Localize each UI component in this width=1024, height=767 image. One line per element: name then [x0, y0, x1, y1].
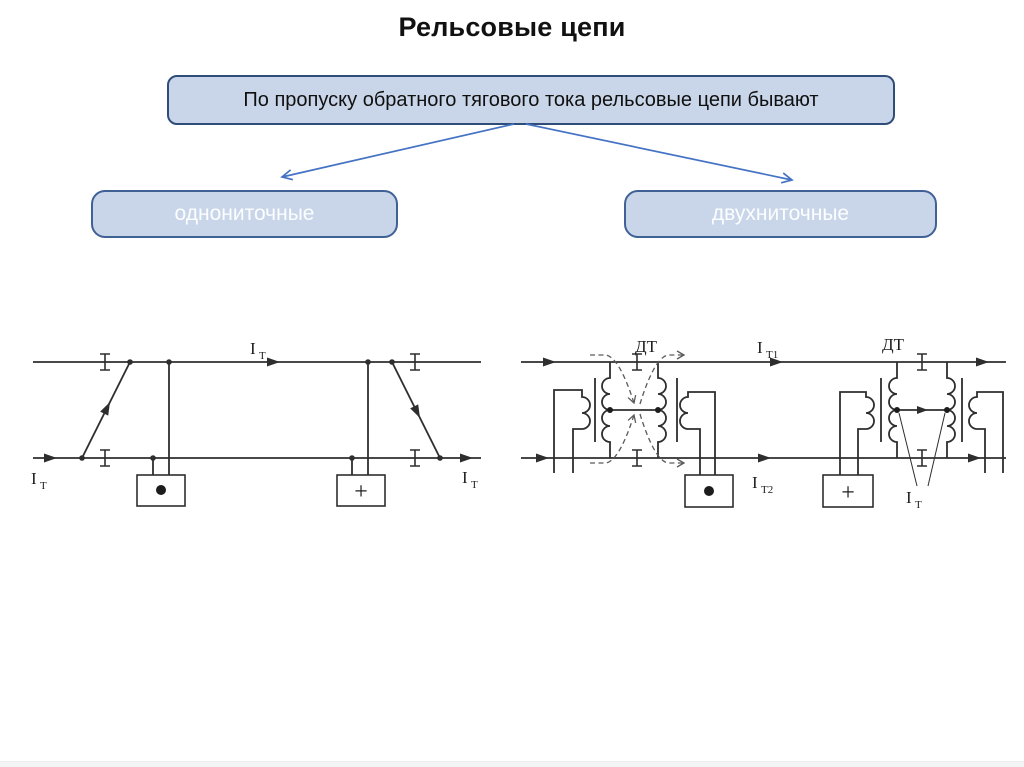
label-dt2: ДТ [882, 335, 905, 354]
svg-text:Т: Т [259, 350, 266, 362]
label-it-in: I [31, 469, 37, 488]
flowchart-root-label: По пропуску обратного тягового тока рель… [243, 88, 819, 111]
relay-box [684, 474, 734, 508]
connector-arrows [280, 123, 794, 184]
right-diagram-labels: ДТ ДТ I Т1 I Т2 I Т [635, 335, 922, 511]
connector-line-right [525, 123, 793, 181]
traction-jumpers [81, 361, 441, 459]
secondary-winding-right [968, 391, 1004, 473]
dashed-arrow-icons [627, 350, 686, 468]
connector-line-left [281, 123, 515, 178]
flowchart-right-box: двухниточные [624, 190, 937, 238]
feed-plus-icon: + [354, 479, 368, 505]
rail-arrow-icons [44, 357, 473, 463]
feed-plus-icon: + [841, 480, 855, 506]
it-callout-lines [898, 412, 946, 487]
single-thread-circuit-diagram: + I Т I Т I Т [31, 339, 481, 507]
insulated-joint-icons [100, 353, 420, 467]
choke-transformer-2 [839, 362, 1004, 475]
svg-text:Т2: Т2 [761, 484, 773, 496]
junction-dots [79, 359, 443, 461]
svg-text:Т1: Т1 [766, 349, 778, 361]
label-dt1: ДТ [635, 337, 658, 356]
arrowhead-left-icon [280, 169, 294, 181]
choke-transformer-1 [553, 362, 716, 475]
flowchart-right-label: двухниточные [711, 202, 850, 225]
relay-dot-icon [704, 486, 714, 496]
label-it2: I [752, 473, 758, 492]
label-it1: I [757, 338, 763, 357]
label-it-out: I [462, 468, 468, 487]
secondary-winding-left [839, 391, 875, 475]
dashed-current-paths [590, 354, 684, 464]
svg-text:Т: Т [471, 479, 478, 491]
left-diagram-labels: I Т I Т I Т [31, 339, 478, 492]
flowchart-left-label: однониточные [174, 202, 315, 225]
label-it-top: I [250, 339, 256, 358]
page-title: Рельсовые цепи [398, 12, 626, 42]
center-current-arrow-icon [917, 406, 928, 414]
label-it-callout: I [906, 488, 912, 507]
flowchart-left-box: однониточные [91, 190, 398, 238]
relay-box [136, 362, 186, 507]
flowchart-root-box: По пропуску обратного тягового тока рель… [167, 75, 895, 125]
feed-box: + [336, 362, 386, 507]
rail-arrow-icons [536, 357, 989, 463]
feed-box: + [822, 474, 874, 508]
secondary-winding-right [679, 391, 716, 475]
double-thread-circuit-diagram: + ДТ ДТ I Т1 I Т2 I Т [521, 335, 1006, 511]
svg-text:Т: Т [915, 499, 922, 511]
relay-dot-icon [156, 485, 166, 495]
slide-bottom-edge [0, 761, 1024, 767]
svg-text:Т: Т [40, 480, 47, 492]
arrowhead-right-icon [780, 172, 794, 184]
insulated-joint-icons [632, 353, 927, 467]
secondary-winding-left [553, 389, 591, 473]
